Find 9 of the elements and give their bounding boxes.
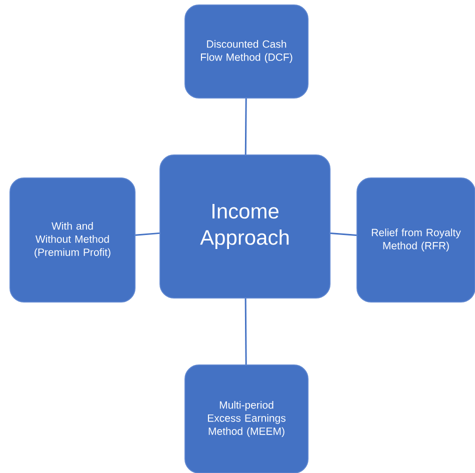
method-box: Discounted Cash Flow Method (DCF) [184,4,308,98]
method-box: Relief from Royalty Method (RFR) [356,178,475,302]
approach-box: Income Approach [160,154,330,298]
connector-line [330,232,357,236]
method-box: Multi-period Excess Earnings Method (MEEM) [184,364,308,473]
connector-line [135,232,160,236]
connector-line [244,98,247,154]
connector-line [244,298,247,364]
method-box: With and Without Method (Premium Profit) [10,178,136,302]
